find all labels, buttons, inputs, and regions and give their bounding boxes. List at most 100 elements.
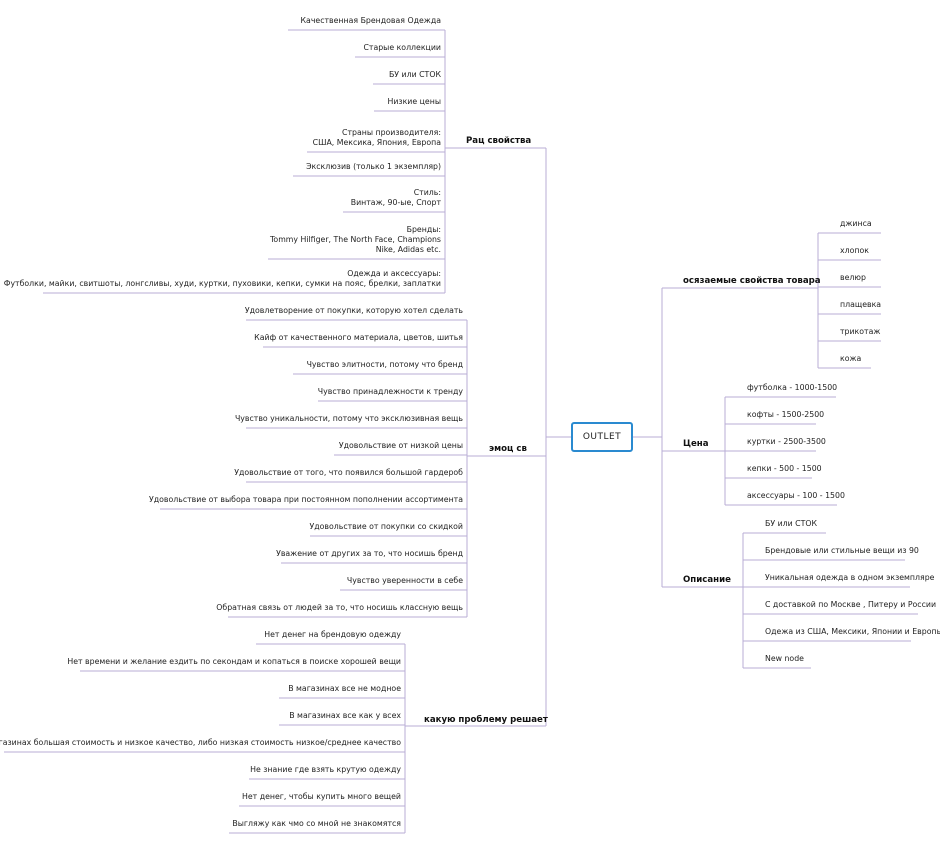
leaf-text: Футболки, майки, свитшоты, лонгсливы, ху… bbox=[3, 279, 441, 288]
leaf-text: Чувство принадлежности к тренду bbox=[317, 387, 463, 396]
branch-label-price[interactable]: Цена bbox=[683, 439, 709, 449]
leaf-price-3[interactable]: кепки - 500 - 1500 bbox=[747, 464, 822, 474]
leaf-rational-8[interactable]: Одежда и аксессуары:Футболки, майки, сви… bbox=[4, 269, 441, 289]
leaf-text: Кайф от качественного материала, цветов,… bbox=[254, 333, 463, 342]
leaf-text: Nike, Adidas etc. bbox=[375, 245, 441, 254]
leaf-problems-5[interactable]: Не знание где взять крутую одежду bbox=[250, 765, 401, 775]
leaf-emotional-1[interactable]: Кайф от качественного материала, цветов,… bbox=[254, 333, 463, 343]
leaf-problems-6[interactable]: Нет денег, чтобы купить много вещей bbox=[242, 792, 401, 802]
leaf-rational-7[interactable]: Бренды:Tommy Hilfiger, The North Face, C… bbox=[270, 225, 441, 255]
leaf-text: Стиль: bbox=[413, 188, 441, 197]
leaf-text: велюр bbox=[840, 273, 866, 282]
leaf-text: Нет времени и желание ездить по секондам… bbox=[67, 657, 401, 666]
leaf-tangible-0[interactable]: джинса bbox=[840, 219, 872, 229]
leaf-description-2[interactable]: Уникальная одежда в одном экземпляре bbox=[765, 573, 934, 583]
leaf-text: Старые коллекции bbox=[363, 43, 441, 52]
leaf-rational-2[interactable]: БУ или СТОК bbox=[389, 70, 441, 80]
leaf-emotional-10[interactable]: Чувство уверенности в себе bbox=[347, 576, 463, 586]
leaf-tangible-2[interactable]: велюр bbox=[840, 273, 866, 283]
leaf-text: джинса bbox=[840, 219, 872, 228]
leaf-emotional-9[interactable]: Уважение от других за то, что носишь бре… bbox=[276, 549, 463, 559]
leaf-problems-0[interactable]: Нет денег на брендовую одежду bbox=[264, 630, 401, 640]
leaf-text: футболка - 1000-1500 bbox=[747, 383, 838, 392]
leaf-text: Уважение от других за то, что носишь бре… bbox=[276, 549, 463, 558]
leaf-description-5[interactable]: New node bbox=[765, 654, 804, 664]
leaf-text: Одежа из США, Мексики, Японии и Европы bbox=[765, 627, 940, 636]
leaf-rational-3[interactable]: Низкие цены bbox=[388, 97, 442, 107]
leaf-text: трикотаж bbox=[840, 327, 881, 336]
leaf-text: Брендовые или стильные вещи из 90 bbox=[765, 546, 919, 555]
leaf-text: хлопок bbox=[840, 246, 869, 255]
leaf-text: Чувство уверенности в себе bbox=[346, 576, 463, 585]
leaf-rational-5[interactable]: Эксклюзив (только 1 экземпляр) bbox=[306, 162, 441, 172]
leaf-price-0[interactable]: футболка - 1000-1500 bbox=[747, 383, 837, 393]
leaf-problems-2[interactable]: В магазинах все не модное bbox=[288, 684, 401, 694]
branch-label-rational[interactable]: Рац свойства bbox=[466, 136, 532, 146]
leaf-text: Не знание где взять крутую одежду bbox=[250, 765, 401, 774]
leaf-problems-1[interactable]: Нет времени и желание ездить по секондам… bbox=[67, 657, 401, 667]
leaf-text: С доставкой по Москве , Питеру и России bbox=[765, 600, 937, 609]
leaf-text: БУ или СТОК bbox=[765, 519, 818, 528]
leaf-description-0[interactable]: БУ или СТОК bbox=[765, 519, 817, 529]
leaf-tangible-3[interactable]: плащевка bbox=[840, 300, 881, 310]
leaf-text: Tommy Hilfiger, The North Face, Champion… bbox=[269, 235, 441, 244]
leaf-text: Одежда и аксессуары: bbox=[347, 269, 441, 278]
leaf-emotional-6[interactable]: Удовольствие от того, что появился больш… bbox=[234, 468, 463, 478]
leaf-emotional-4[interactable]: Чувство уникальности, потому что эксклюз… bbox=[235, 414, 463, 424]
leaf-text: Эксклюзив (только 1 экземпляр) bbox=[306, 162, 441, 171]
leaf-rational-0[interactable]: Качественная Брендовая Одежда bbox=[301, 16, 442, 26]
leaf-problems-3[interactable]: В магазинах все как у всех bbox=[289, 711, 401, 721]
leaf-text: Чувство уникальности, потому что эксклюз… bbox=[234, 414, 463, 423]
leaf-text: куртки - 2500-3500 bbox=[747, 437, 826, 446]
leaf-text: плащевка bbox=[840, 300, 882, 309]
leaf-text: США, Мексика, Япония, Европа bbox=[312, 138, 441, 147]
leaf-emotional-5[interactable]: Удовольствие от низкой цены bbox=[339, 441, 463, 451]
leaf-text: Удовольствие от низкой цены bbox=[338, 441, 463, 450]
leaf-emotional-3[interactable]: Чувство принадлежности к тренду bbox=[318, 387, 463, 397]
branch-label-tangible[interactable]: осязаемые свойства товара bbox=[683, 276, 821, 286]
leaf-text: Качественная Брендовая Одежда bbox=[300, 16, 442, 25]
leaf-text: БУ или СТОК bbox=[388, 70, 441, 79]
leaf-tangible-1[interactable]: хлопок bbox=[840, 246, 869, 256]
branch-label-description[interactable]: Описание bbox=[683, 575, 731, 585]
leaf-emotional-8[interactable]: Удовольствие от покупки со скидкой bbox=[310, 522, 464, 532]
leaf-tangible-5[interactable]: кожа bbox=[840, 354, 861, 364]
leaf-text: В магазинах большая стоимость и низкое к… bbox=[0, 738, 401, 747]
leaf-tangible-4[interactable]: трикотаж bbox=[840, 327, 880, 337]
leaf-text: В магазинах все как у всех bbox=[289, 711, 401, 720]
leaf-text: Удовольствие от того, что появился больш… bbox=[234, 468, 463, 477]
leaf-description-3[interactable]: С доставкой по Москве , Питеру и России bbox=[765, 600, 936, 610]
leaf-text: Чувство элитности, потому что бренд bbox=[306, 360, 463, 369]
leaf-emotional-7[interactable]: Удовольствие от выбора товара при постоя… bbox=[149, 495, 463, 505]
leaf-text: Удовольствие от выбора товара при постоя… bbox=[148, 495, 463, 504]
branch-label-problems[interactable]: какую проблему решает bbox=[424, 715, 548, 725]
leaf-text: Уникальная одежда в одном экземпляре bbox=[765, 573, 935, 582]
leaf-rational-4[interactable]: Страны производителя:США, Мексика, Япони… bbox=[313, 128, 441, 148]
leaf-price-1[interactable]: кофты - 1500-2500 bbox=[747, 410, 824, 420]
leaf-text: Страны производителя: bbox=[342, 128, 441, 137]
leaf-text: кепки - 500 - 1500 bbox=[747, 464, 822, 473]
leaf-description-4[interactable]: Одежа из США, Мексики, Японии и Европы bbox=[765, 627, 940, 637]
leaf-emotional-2[interactable]: Чувство элитности, потому что бренд bbox=[307, 360, 463, 370]
leaf-problems-4[interactable]: В магазинах большая стоимость и низкое к… bbox=[0, 738, 401, 748]
branch-label-emotional[interactable]: эмоц св bbox=[489, 444, 527, 454]
leaf-price-4[interactable]: аксессуары - 100 - 1500 bbox=[747, 491, 845, 501]
leaf-description-1[interactable]: Брендовые или стильные вещи из 90 bbox=[765, 546, 919, 556]
leaf-text: кожа bbox=[840, 354, 862, 363]
leaf-text: Нет денег на брендовую одежду bbox=[264, 630, 401, 639]
leaf-problems-7[interactable]: Выгляжу как чмо со мной не знакомятся bbox=[232, 819, 401, 829]
root-node[interactable]: OUTLET bbox=[571, 422, 633, 452]
leaf-price-2[interactable]: куртки - 2500-3500 bbox=[747, 437, 826, 447]
leaf-text: кофты - 1500-2500 bbox=[747, 410, 825, 419]
leaf-text: Удовлетворение от покупки, которую хотел… bbox=[244, 306, 463, 315]
leaf-emotional-0[interactable]: Удовлетворение от покупки, которую хотел… bbox=[245, 306, 463, 316]
leaf-text: Выгляжу как чмо со мной не знакомятся bbox=[232, 819, 401, 828]
leaf-text: Удовольствие от покупки со скидкой bbox=[309, 522, 464, 531]
leaf-text: В магазинах все не модное bbox=[288, 684, 401, 693]
leaf-rational-1[interactable]: Старые коллекции bbox=[363, 43, 441, 53]
leaf-text: New node bbox=[765, 654, 804, 663]
leaf-emotional-11[interactable]: Обратная связь от людей за то, что носиш… bbox=[216, 603, 463, 613]
leaf-rational-6[interactable]: Стиль:Винтаж, 90-ые, Спорт bbox=[351, 188, 441, 208]
